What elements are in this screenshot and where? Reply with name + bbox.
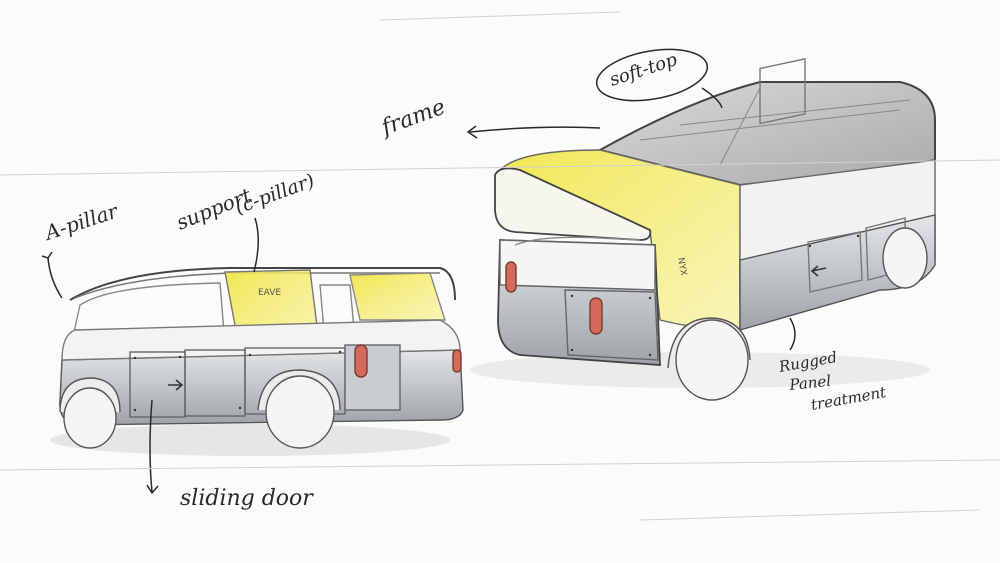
arrow-soft-top (701, 87, 723, 109)
arrow-frame (469, 126, 601, 133)
label-c-pillar: (c-pillar) (232, 170, 317, 219)
label-frame: frame (377, 95, 449, 142)
label-a-pillar: A-pillar (40, 198, 122, 245)
left-vehicle: EAVE (50, 267, 464, 456)
right-headlight (505, 261, 517, 293)
arrow-support (253, 217, 259, 273)
left-vehicle-badge: EAVE (258, 288, 281, 298)
arrow-a-pillar (47, 257, 63, 299)
label-rugged-2: Panel (788, 372, 833, 394)
arrow-sliding-door (149, 399, 153, 493)
right-rear-wheel (882, 227, 928, 289)
left-tail-light (354, 344, 368, 378)
label-sliding-door: sliding door (180, 486, 314, 511)
arrow-rugged (789, 317, 796, 351)
right-vehicle: NYX (470, 58, 936, 401)
right-vehicle-badge: NYX (675, 257, 688, 277)
paper-texture (0, 11, 1000, 521)
circle-soft-top (595, 48, 709, 102)
label-soft-top: soft-top (607, 49, 680, 91)
